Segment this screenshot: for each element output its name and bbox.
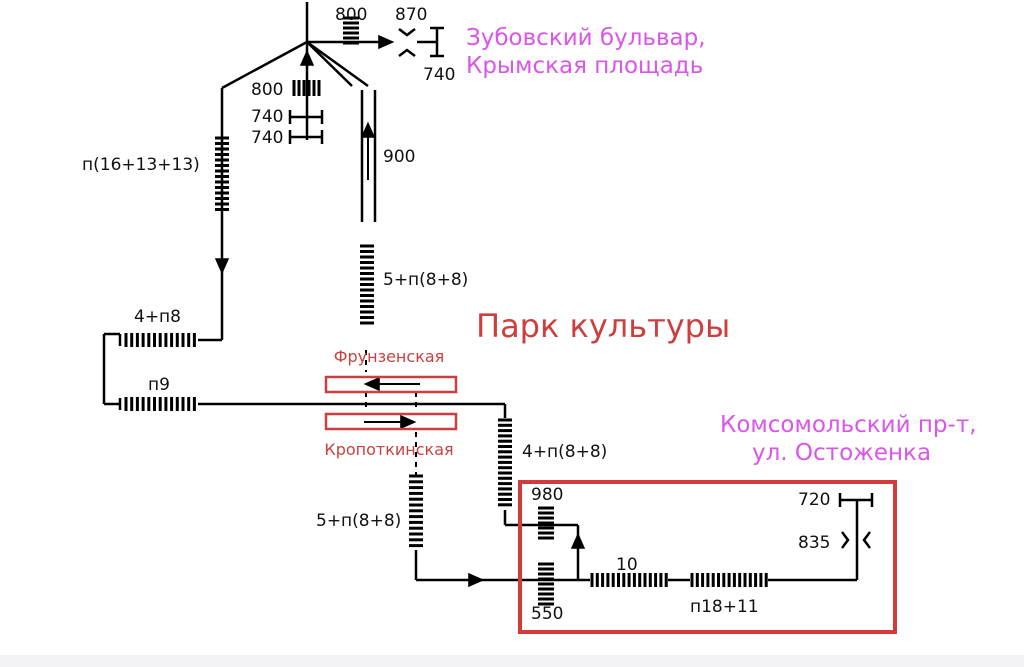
label-980: 980 — [531, 485, 563, 505]
station-kropotkinskaya-box — [324, 412, 458, 431]
arrow-yard-up — [570, 532, 586, 549]
label-550: 550 — [531, 604, 563, 624]
station-frunzenskaya-box — [324, 375, 458, 394]
track-lines — [102, 2, 874, 582]
arrow-lower-to-yard — [468, 572, 485, 588]
track-left-diagonal — [221, 40, 308, 90]
depot-frame — [518, 480, 897, 634]
destination-north-line1: Зубовский бульвар, — [466, 25, 706, 51]
station-kropotkinskaya-label: Кропоткинская — [324, 440, 453, 459]
destination-south-line2: ул. Остоженка — [752, 440, 931, 466]
track-center-diagonal-b — [306, 40, 369, 88]
label-center-5p: 5+п(8+8) — [383, 270, 468, 290]
station-frunzenskaya-label: Фрунзенская — [334, 347, 445, 366]
label-835: 835 — [798, 533, 830, 553]
platform-ticks — [124, 16, 768, 606]
arrow-to-zubovsky — [378, 34, 395, 50]
label-lower-5p: 5+п(8+8) — [316, 511, 401, 531]
label-800-top: 800 — [335, 5, 367, 25]
label-p18: п18+11 — [690, 597, 759, 617]
switch-835-right — [862, 531, 871, 549]
label-10: 10 — [616, 555, 638, 575]
destination-south-line1: Комсомольский пр-т, — [720, 412, 977, 438]
track-center-diagonal-a — [306, 41, 353, 87]
label-740-top: 740 — [423, 65, 455, 85]
arrow-north-siding — [299, 49, 315, 66]
label-siding-4p8: 4+п8 — [134, 307, 181, 327]
switch-870-lower — [398, 48, 416, 57]
label-right-4p: 4+п(8+8) — [522, 442, 607, 462]
label-900: 900 — [383, 147, 415, 167]
diagram-title: Парк культуры — [476, 307, 730, 345]
label-740-a: 740 — [251, 107, 283, 127]
switch-835-left — [841, 531, 850, 549]
destination-north-line2: Крымская площадь — [466, 53, 703, 79]
page-footer-strip — [0, 655, 1024, 667]
label-siding-p9: п9 — [148, 375, 170, 395]
label-720: 720 — [798, 490, 830, 510]
label-800-left: 800 — [251, 80, 283, 100]
label-870: 870 — [395, 5, 427, 25]
label-left-branch: п(16+13+13) — [82, 155, 200, 175]
label-740-b: 740 — [251, 128, 283, 148]
arrow-left-branch — [214, 258, 230, 275]
switch-870-upper — [398, 28, 416, 37]
direction-arrows — [214, 28, 871, 588]
